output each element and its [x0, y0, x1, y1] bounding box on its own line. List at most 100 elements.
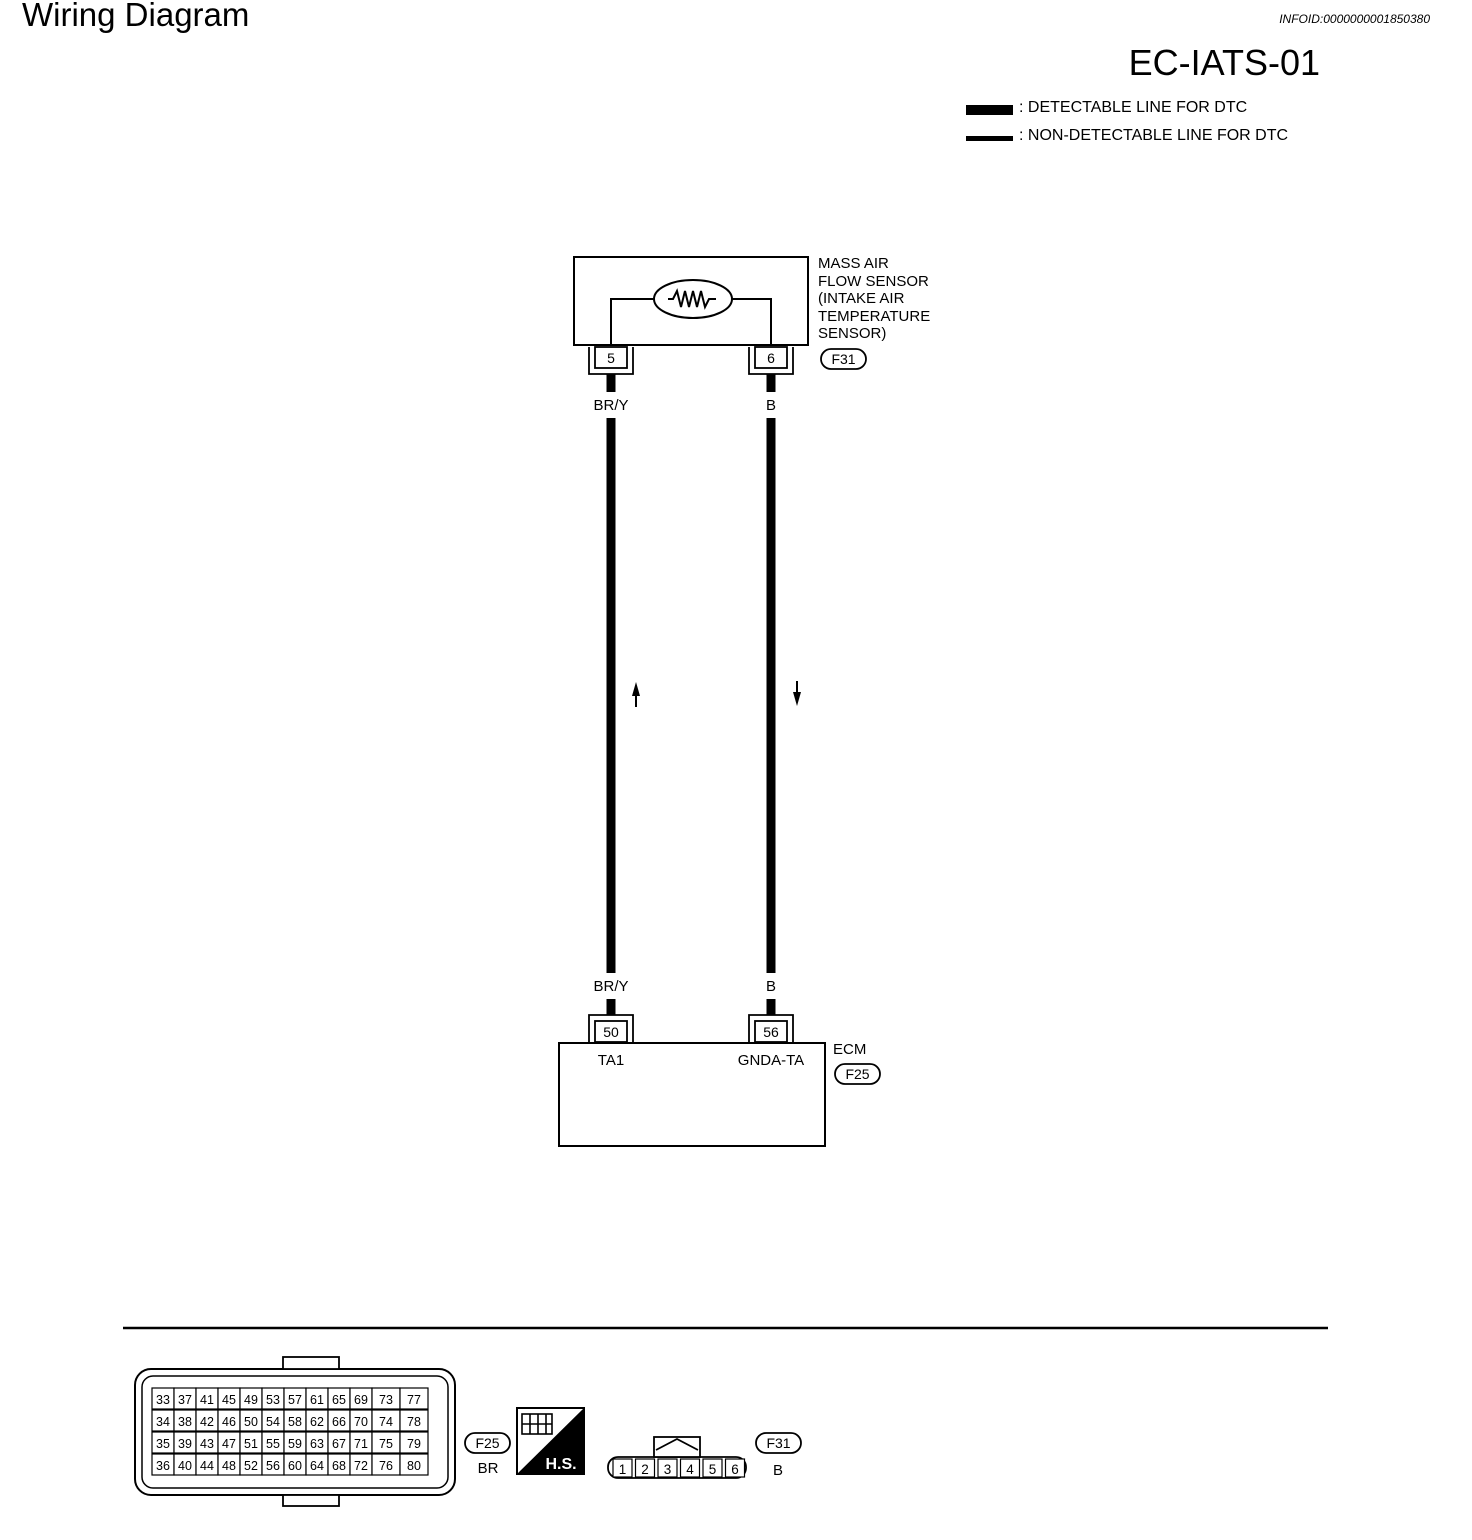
- svg-text:48: 48: [222, 1459, 236, 1473]
- f25-pin-cell: 39: [173, 1431, 197, 1454]
- f25-pin-cell: 54: [261, 1409, 285, 1432]
- f25-pin-cell: 64: [305, 1453, 329, 1476]
- svg-text:80: 80: [407, 1459, 421, 1473]
- sensor-terminal-5: 5: [588, 346, 634, 375]
- f25-pin-cell: 62: [305, 1409, 329, 1432]
- f25-pin-cell: 51: [239, 1431, 263, 1454]
- f25-pin-cell: 57: [283, 1387, 307, 1410]
- terminal-name: GNDA-TA: [738, 1052, 804, 1069]
- svg-text:72: 72: [354, 1459, 368, 1473]
- f25-pin-cell: 66: [327, 1409, 351, 1432]
- legend-non-detectable-label: : NON-DETECTABLE LINE FOR DTC: [1019, 127, 1289, 144]
- f31-connector-color: B: [773, 1462, 783, 1479]
- svg-text:46: 46: [222, 1415, 236, 1429]
- f25-top-latch: [282, 1356, 340, 1370]
- svg-text:44: 44: [200, 1459, 214, 1473]
- svg-text:76: 76: [379, 1459, 393, 1473]
- f31-connector-badge: [755, 1432, 802, 1454]
- f25-pin-cell: 40: [173, 1453, 197, 1476]
- sensor-label-line: MASS AIR: [818, 255, 889, 272]
- f25-pin-cell: 52: [239, 1453, 263, 1476]
- svg-text:37: 37: [178, 1393, 192, 1407]
- f25-pin-cell: 33: [151, 1387, 175, 1410]
- pin-number: 56: [763, 1024, 779, 1040]
- wire-b: B B: [766, 374, 801, 1015]
- svg-text:64: 64: [310, 1459, 324, 1473]
- svg-text:51: 51: [244, 1437, 258, 1451]
- svg-text:60: 60: [288, 1459, 302, 1473]
- f25-bottom-latch: [282, 1494, 340, 1507]
- svg-text:41: 41: [200, 1393, 214, 1407]
- f31-pin-cell: 5: [702, 1458, 723, 1478]
- svg-text:50: 50: [244, 1415, 258, 1429]
- f31-connector-id: F31: [766, 1435, 790, 1451]
- f25-pin-cell: 46: [217, 1409, 241, 1432]
- svg-text:67: 67: [332, 1437, 346, 1451]
- svg-text:42: 42: [200, 1415, 214, 1429]
- f25-pin-cell: 67: [327, 1431, 351, 1454]
- svg-text:62: 62: [310, 1415, 324, 1429]
- thermistor-symbol: [653, 279, 733, 319]
- f25-pin-cell: 78: [399, 1409, 429, 1432]
- ecm: TA1 GNDA-TA ECM F25: [558, 1041, 881, 1147]
- legend-detectable-label: : DETECTABLE LINE FOR DTC: [1019, 99, 1248, 116]
- f25-pin-cell: 44: [195, 1453, 219, 1476]
- f25-pin-cell: 59: [283, 1431, 307, 1454]
- sensor-label-line: (INTAKE AIR: [818, 290, 905, 307]
- sensor-label-line: FLOW SENSOR: [818, 273, 929, 290]
- ecm-body: [558, 1042, 826, 1147]
- f25-pin-cell: 41: [195, 1387, 219, 1410]
- svg-text:33: 33: [156, 1393, 170, 1407]
- wire-br-y: BR/Y BR/Y: [593, 374, 640, 1015]
- pin-number: 5: [607, 350, 615, 366]
- connector-glyph-icon: [521, 1413, 553, 1435]
- f25-pin-cell: 45: [217, 1387, 241, 1410]
- f31-latch-ramp: [655, 1437, 699, 1451]
- f25-housing-inner: [141, 1375, 449, 1489]
- f31-pin-cell: 1: [612, 1458, 633, 1478]
- info-id: INFOID:0000000001850380: [1279, 12, 1430, 26]
- f25-pin-cell: 76: [371, 1453, 401, 1476]
- svg-text:59: 59: [288, 1437, 302, 1451]
- svg-text:56: 56: [266, 1459, 280, 1473]
- svg-text:49: 49: [244, 1393, 258, 1407]
- svg-text:5: 5: [709, 1462, 717, 1477]
- svg-text:43: 43: [200, 1437, 214, 1451]
- page-title: Wiring Diagram: [22, 0, 250, 33]
- f25-pin-cell: 70: [349, 1409, 373, 1432]
- wire-color-code: BR/Y: [593, 397, 628, 414]
- f25-pin-cell: 35: [151, 1431, 175, 1454]
- mass-air-flow-sensor: MASS AIR FLOW SENSOR (INTAKE AIR TEMPERA…: [573, 255, 930, 370]
- f25-pin-cell: 65: [327, 1387, 351, 1410]
- svg-text:52: 52: [244, 1459, 258, 1473]
- pin-number: 6: [767, 350, 775, 366]
- svg-text:65: 65: [332, 1393, 346, 1407]
- svg-text:66: 66: [332, 1415, 346, 1429]
- f25-pin-cell: 58: [283, 1409, 307, 1432]
- svg-text:34: 34: [156, 1415, 170, 1429]
- svg-text:74: 74: [379, 1415, 393, 1429]
- f25-pin-cell: 49: [239, 1387, 263, 1410]
- hs-symbol: H.S.: [516, 1407, 585, 1475]
- thick-line-sample: [966, 105, 1013, 115]
- f31-pin-cell: 4: [679, 1458, 701, 1478]
- svg-text:39: 39: [178, 1437, 192, 1451]
- svg-text:53: 53: [266, 1393, 280, 1407]
- f31-latch: [653, 1436, 701, 1458]
- svg-text:1: 1: [619, 1462, 627, 1477]
- svg-text:77: 77: [407, 1393, 421, 1407]
- f25-pin-cell: 37: [173, 1387, 197, 1410]
- svg-text:70: 70: [354, 1415, 368, 1429]
- hs-label: H.S.: [545, 1456, 576, 1473]
- svg-text:79: 79: [407, 1437, 421, 1451]
- f25-pin-cell: 55: [261, 1431, 285, 1454]
- svg-text:45: 45: [222, 1393, 236, 1407]
- wire-color-code: B: [766, 397, 776, 414]
- legend-non-detectable: : NON-DETECTABLE LINE FOR DTC: [966, 127, 1366, 149]
- ecm-connector-id: F25: [845, 1066, 869, 1082]
- svg-text:54: 54: [266, 1415, 280, 1429]
- f25-connector-badge: [464, 1432, 511, 1454]
- f25-pin-cell: 38: [173, 1409, 197, 1432]
